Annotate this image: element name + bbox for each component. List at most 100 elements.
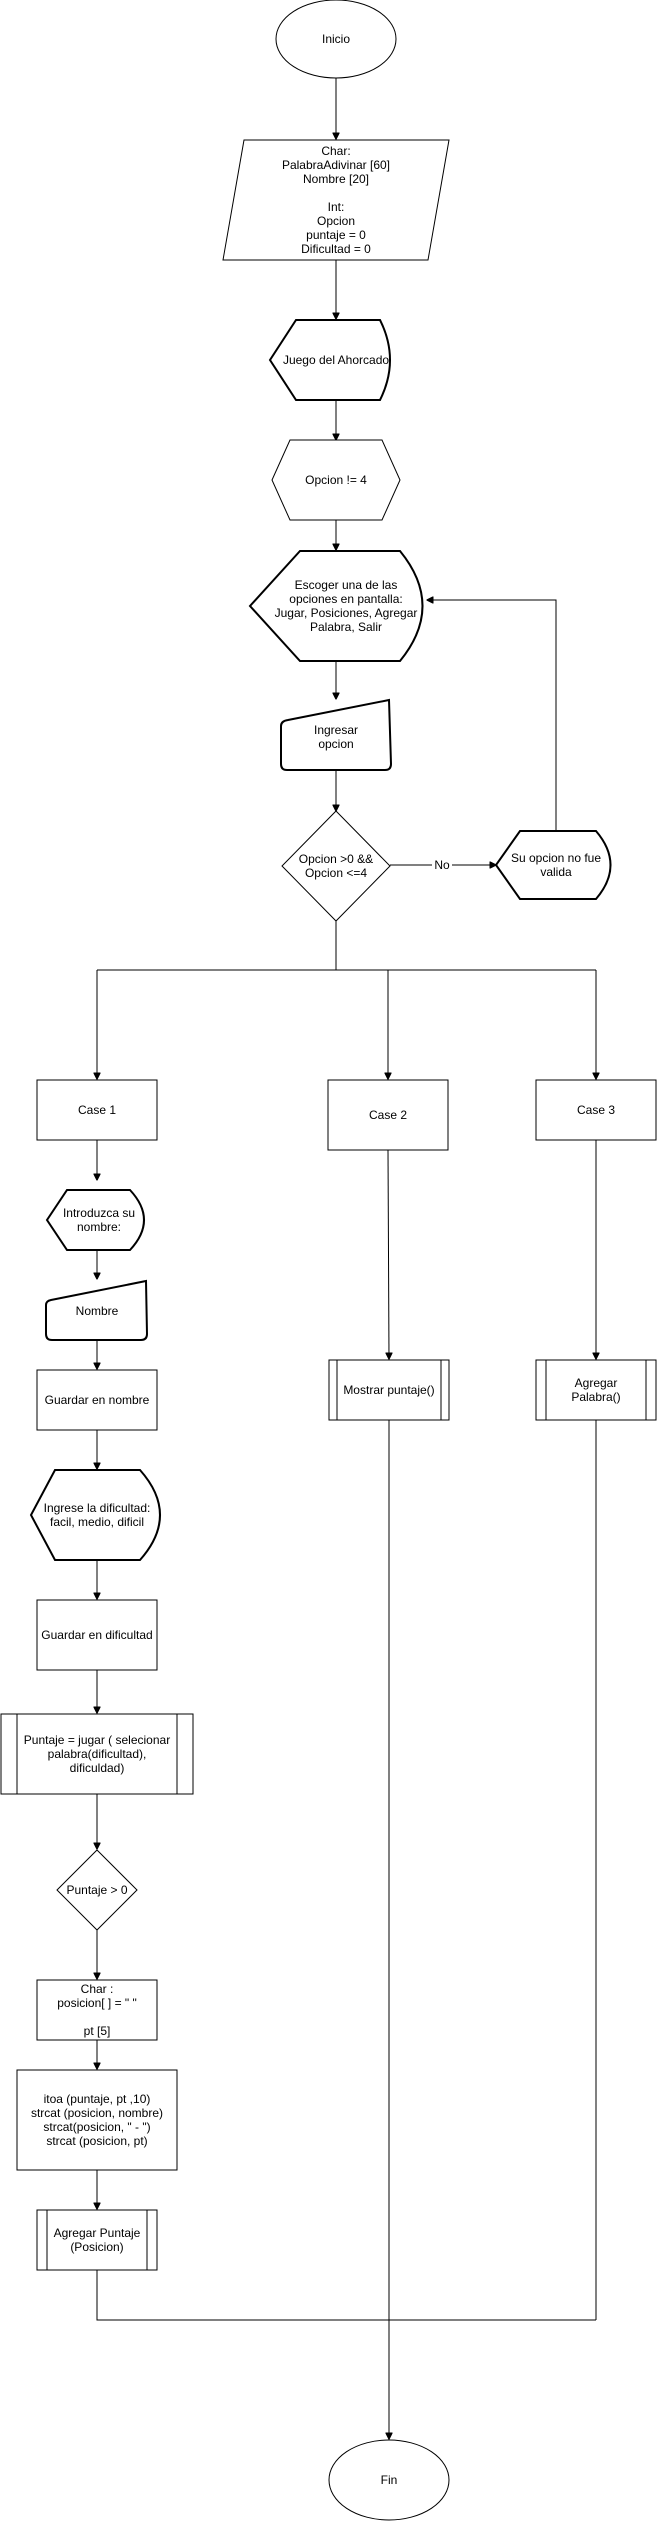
node-label-line: Puntaje = jugar ( selecionar <box>24 1733 170 1747</box>
node-declarations-label: Char:PalabraAdivinar [60]Nombre [20] Int… <box>282 144 390 256</box>
edge-label-bg <box>432 857 452 872</box>
node-label-line: valida <box>540 865 572 879</box>
node-check: Opcion >0 &&Opcion <=4 <box>281 810 391 922</box>
node-label-line: Case 2 <box>369 1108 407 1122</box>
node-label-line: Puntaje > 0 <box>66 1883 127 1897</box>
node-show-score-label: Mostrar puntaje() <box>343 1383 434 1397</box>
node-start: Inicio <box>275 0 397 79</box>
node-label-line: Fin <box>381 2473 398 2487</box>
node-label-line: Opcion <=4 <box>305 866 367 880</box>
node-case2-label: Case 2 <box>369 1108 407 1122</box>
node-label-line: puntaje = 0 <box>306 228 366 242</box>
node-label-line: (Posicion) <box>70 2240 123 2254</box>
node-label-line: strcat (posicion, pt) <box>46 2134 147 2148</box>
node-label-line: Opcion >0 && <box>299 852 373 866</box>
node-label-line: Agregar Puntaje <box>54 2226 141 2240</box>
node-position-decl: Char :posicion[ ] = " " pt [5] <box>36 1979 158 2041</box>
node-show-score: Mostrar puntaje() <box>328 1359 450 1421</box>
node-case1: Case 1 <box>36 1079 158 1141</box>
node-label-line: Palabra, Salir <box>310 620 382 634</box>
node-add-score: Agregar Puntaje(Posicion) <box>36 2209 158 2271</box>
node-build-string-label: itoa (puntaje, pt ,10)strcat (posicion, … <box>31 2092 163 2148</box>
node-label-line: palabra(dificultad), <box>48 1747 147 1761</box>
node-label-line: strcat(posicion, " - ") <box>43 2120 150 2134</box>
node-label-line: Case 1 <box>78 1103 116 1117</box>
edges <box>97 78 596 2439</box>
edge-invalid-loop-back <box>427 600 557 831</box>
node-label-line: Nombre <box>76 1304 119 1318</box>
node-save-name-label: Guardar en nombre <box>45 1393 150 1407</box>
node-score-check-label: Puntaje > 0 <box>66 1883 127 1897</box>
node-declarations: Char:PalabraAdivinar [60]Nombre [20] Int… <box>222 139 450 261</box>
node-position-decl-label: Char :posicion[ ] = " " pt [5] <box>57 1982 137 2038</box>
node-label-line: Su opcion no fue <box>511 851 601 865</box>
node-save-difficulty-label: Guardar en dificultad <box>41 1628 152 1642</box>
node-title-label: Juego del Ahorcado <box>283 353 389 367</box>
node-label-line: Nombre [20] <box>303 172 369 186</box>
node-label-line <box>95 2010 98 2024</box>
node-save-difficulty: Guardar en dificultad <box>36 1599 158 1671</box>
node-label-line: posicion[ ] = " " <box>57 1996 137 2010</box>
node-case1-label: Case 1 <box>78 1103 116 1117</box>
node-label-line: Guardar en dificultad <box>41 1628 152 1642</box>
node-label-line: opcion <box>318 737 353 751</box>
node-label-line <box>334 186 337 200</box>
node-label-line: pt [5] <box>84 2024 111 2038</box>
node-build-string: itoa (puntaje, pt ,10)strcat (posicion, … <box>16 2069 178 2171</box>
node-label-line: Opcion != 4 <box>305 473 367 487</box>
node-label-line: Palabra() <box>571 1390 620 1404</box>
node-label-line: strcat (posicion, nombre) <box>31 2106 163 2120</box>
node-end: Fin <box>328 2439 450 2521</box>
node-label-line: Ingrese la dificultad: <box>44 1501 151 1515</box>
edge-label-no: No <box>434 858 450 872</box>
node-label-line: Juego del Ahorcado <box>283 353 389 367</box>
node-label-line: Opcion <box>317 214 355 228</box>
node-label-line: Case 3 <box>577 1103 615 1117</box>
node-case2: Case 2 <box>327 1079 449 1151</box>
node-label-line: facil, medio, dificil <box>50 1515 144 1529</box>
node-add-score-label: Agregar Puntaje(Posicion) <box>54 2226 141 2254</box>
node-save-name: Guardar en nombre <box>36 1369 158 1431</box>
node-label-line: nombre: <box>77 1220 121 1234</box>
node-start-label: Inicio <box>322 32 350 46</box>
node-score-check: Puntaje > 0 <box>56 1849 138 1931</box>
node-loop: Opcion != 4 <box>271 439 401 521</box>
edge-case2-to-show-score <box>388 1149 389 1359</box>
node-name-input-label: Nombre <box>76 1304 119 1318</box>
node-loop-label: Opcion != 4 <box>305 473 367 487</box>
node-label-line: Agregar <box>575 1376 618 1390</box>
node-label-line: Guardar en nombre <box>45 1393 150 1407</box>
node-end-label: Fin <box>381 2473 398 2487</box>
node-label-line: Inicio <box>322 32 350 46</box>
node-label-line: Jugar, Posiciones, Agregar <box>275 606 418 620</box>
node-ask-difficulty: Ingrese la dificultad:facil, medio, difi… <box>29 1469 161 1561</box>
node-label-line: PalabraAdivinar [60] <box>282 158 390 172</box>
node-label-line: Mostrar puntaje() <box>343 1383 434 1397</box>
node-label-line: Char : <box>81 1982 114 1996</box>
node-check-label: Opcion >0 &&Opcion <=4 <box>299 852 373 880</box>
node-label-line: itoa (puntaje, pt ,10) <box>44 2092 151 2106</box>
node-label-line: Int: <box>328 200 345 214</box>
node-case3: Case 3 <box>535 1079 657 1141</box>
node-label-line: Introduzca su <box>63 1206 135 1220</box>
node-label-line: Char: <box>321 144 350 158</box>
node-label-line: Dificultad = 0 <box>301 242 371 256</box>
node-label-line: opciones en pantalla: <box>289 592 402 606</box>
node-label-line: dificuldad) <box>70 1761 125 1775</box>
node-name-input: Nombre <box>45 1279 149 1341</box>
node-ask-difficulty-label: Ingrese la dificultad:facil, medio, difi… <box>44 1501 151 1529</box>
node-case3-label: Case 3 <box>577 1103 615 1117</box>
edge-add-score-to-merge <box>96 2269 596 2321</box>
